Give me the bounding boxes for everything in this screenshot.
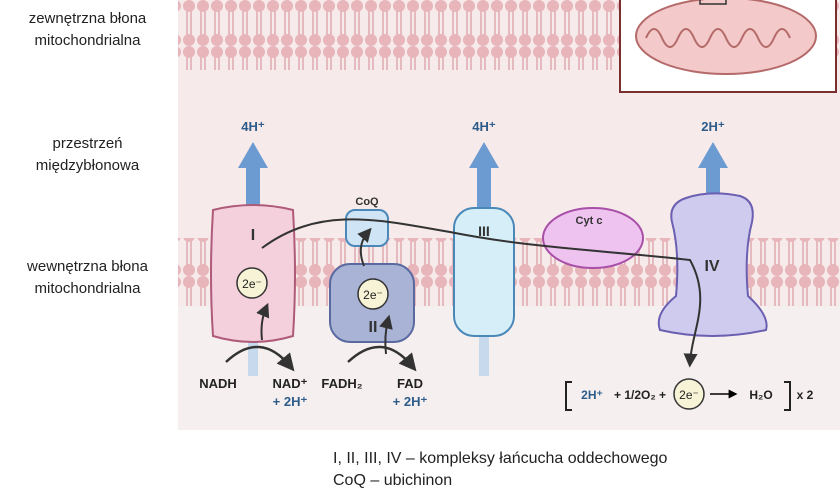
electron-carrier-1: 2e⁻ <box>236 267 268 299</box>
complex-iv: IV <box>657 192 768 337</box>
coq-label: CoQ <box>355 196 379 208</box>
proton-label-4: 2H⁺ <box>701 119 725 134</box>
fadh2-label: FADH₂ <box>321 376 362 391</box>
electron-transport-chain-diagram: 4H⁺ 4H⁺ 2H⁺ I II CoQ III Cyt c IV 2e⁻ 2e… <box>178 0 840 430</box>
electron-path <box>261 218 702 368</box>
complex-i-label: I <box>251 227 255 244</box>
proton-channel-3 <box>479 336 489 376</box>
complex-iii-label: III <box>478 223 490 239</box>
nadh-conversion-arrow <box>225 345 295 372</box>
nad-label: NAD⁺ <box>272 376 307 391</box>
inner-membrane-label: wewnętrzna błona mitochondrialna <box>27 258 148 297</box>
electron-carrier-2-label: 2e⁻ <box>363 288 383 302</box>
nadh-label: NADH <box>199 376 237 391</box>
fad-protons-label: + 2H⁺ <box>393 394 428 409</box>
proton-label-3: 4H⁺ <box>472 119 496 134</box>
mitochondrion-inset <box>619 0 837 93</box>
complex-iv-label: IV <box>704 258 719 275</box>
water-formation-reaction: 2H⁺ + 1/2O₂ + 2e⁻ H₂O x 2 <box>565 378 814 411</box>
electron-carrier-2: 2e⁻ <box>357 278 389 310</box>
nadh-entry-arrow <box>256 302 270 341</box>
complex-ii-label: II <box>369 319 378 336</box>
diagram-stage: 4H⁺ 4H⁺ 2H⁺ I II CoQ III Cyt c IV 2e⁻ 2e… <box>27 0 840 489</box>
proton-label-1: 4H⁺ <box>241 119 265 134</box>
reaction-oxygen: + 1/2O₂ + <box>614 388 666 402</box>
legend-line-2: CoQ – ubichinon <box>333 472 453 489</box>
legend-line-1: I, II, III, IV – kompleksy łańcucha odde… <box>333 450 668 467</box>
reaction-electrons: 2e⁻ <box>679 388 699 402</box>
cyt-c-label: Cyt c <box>576 215 603 227</box>
fadh2-entry-arrow <box>379 314 393 355</box>
proton-channel-1 <box>248 336 258 376</box>
reaction-water: H₂O <box>749 388 772 402</box>
complex-iii: III <box>453 207 515 337</box>
fadh2-conversion-arrow <box>347 345 417 372</box>
electron-carrier-1-label: 2e⁻ <box>242 277 262 291</box>
outer-membrane-label: zewnętrzna błona mitochondrialna <box>28 10 147 49</box>
reaction-multiplier: x 2 <box>797 388 814 402</box>
complex-ii-to-coq-arrow <box>357 227 372 267</box>
intermembrane-space-label: przestrzeń międzybłonowa <box>35 135 140 174</box>
cyt-c: Cyt c <box>542 207 644 269</box>
nad-protons-label: + 2H⁺ <box>273 394 308 409</box>
fad-label: FAD <box>397 376 423 391</box>
reaction-protons: 2H⁺ <box>581 388 603 402</box>
